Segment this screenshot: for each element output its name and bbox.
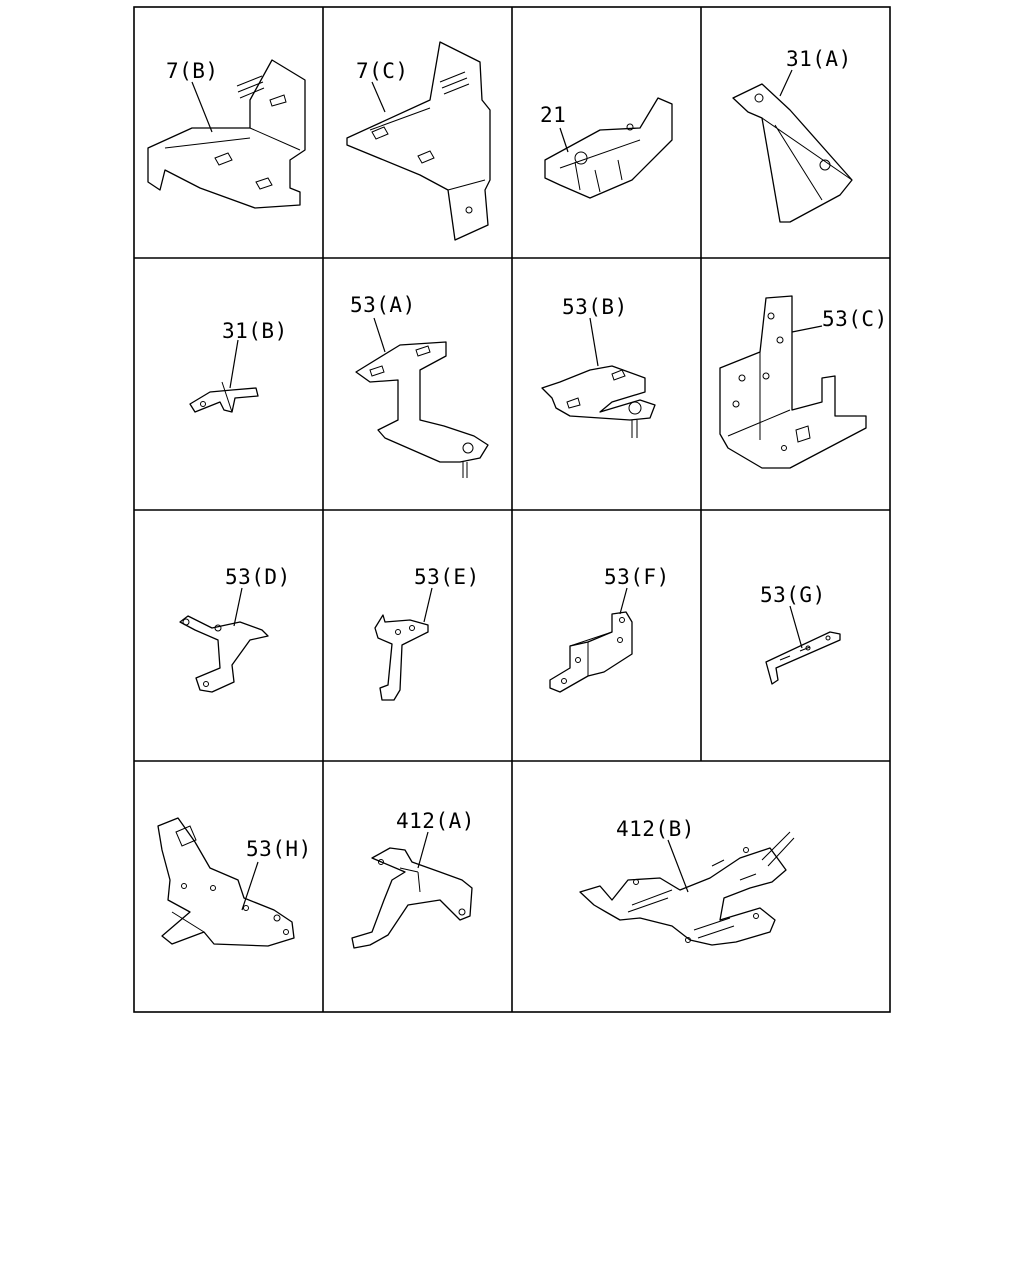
- leader-53f: [619, 587, 628, 615]
- bracket-412b-drawing: [579, 831, 795, 946]
- label-53a: 53(A): [350, 293, 416, 317]
- bracket-7c-drawing: [346, 41, 491, 241]
- bracket-53d-drawing: [179, 615, 269, 693]
- label-53f: 53(F): [604, 565, 670, 589]
- cell-7c: 7(C): [346, 41, 491, 241]
- leader-53h: [241, 861, 259, 911]
- bracket-7b-drawing: [147, 59, 306, 209]
- bracket-53g-drawing: [765, 631, 841, 685]
- leader-53b: [589, 317, 599, 367]
- leader-7c: [371, 81, 386, 113]
- label-53e: 53(E): [414, 565, 480, 589]
- cell-412a: 412(A): [351, 809, 475, 949]
- label-53b: 53(B): [562, 295, 628, 319]
- cell-21: 21: [540, 97, 673, 199]
- cell-31b: 31(B): [189, 319, 288, 413]
- cell-53a: 53(A): [350, 293, 489, 478]
- bracket-53b-drawing: [541, 365, 656, 438]
- leader-53g: [789, 605, 803, 649]
- label-53g: 53(G): [760, 583, 826, 607]
- leader-31a: [779, 69, 793, 97]
- leader-7b: [191, 81, 213, 133]
- bracket-412a-drawing: [351, 847, 473, 949]
- cell-412b: 412(B): [579, 817, 795, 946]
- bracket-53e-drawing: [374, 614, 429, 701]
- cell-31a: 31(A): [732, 47, 853, 223]
- cell-53b: 53(B): [541, 295, 656, 438]
- label-53d: 53(D): [225, 565, 291, 589]
- label-412b: 412(B): [616, 817, 695, 841]
- label-53h: 53(H): [246, 837, 312, 861]
- label-31b: 31(B): [222, 319, 288, 343]
- cell-53g: 53(G): [760, 583, 841, 685]
- label-21: 21: [540, 103, 566, 127]
- leader-21: [559, 127, 569, 153]
- leader-53c: [791, 325, 823, 333]
- cell-7b: 7(B): [147, 59, 306, 209]
- bracket-31a-drawing: [732, 83, 853, 223]
- leader-31b: [229, 339, 239, 389]
- label-53c: 53(C): [822, 307, 888, 331]
- grid-frame: [133, 6, 891, 1013]
- leader-53a: [373, 317, 386, 353]
- label-7b: 7(B): [166, 59, 219, 83]
- leader-412b: [667, 839, 689, 893]
- leader-53d: [233, 587, 243, 627]
- leader-53e: [423, 587, 433, 623]
- bracket-53f-drawing: [549, 611, 633, 693]
- cell-53h: 53(H): [157, 817, 312, 947]
- label-412a: 412(A): [396, 809, 475, 833]
- bracket-53c-drawing: [719, 295, 867, 469]
- bracket-31b-drawing: [189, 381, 259, 413]
- bracket-21-drawing: [544, 97, 673, 199]
- cell-53c: 53(C): [719, 295, 888, 469]
- cell-53e: 53(E): [374, 565, 480, 701]
- bracket-53a-drawing: [355, 341, 489, 478]
- label-31a: 31(A): [786, 47, 852, 71]
- leader-412a: [417, 831, 429, 869]
- cell-53d: 53(D): [179, 565, 291, 693]
- bracket-53h-drawing: [157, 817, 295, 947]
- label-7c: 7(C): [356, 59, 409, 83]
- cell-53f: 53(F): [549, 565, 670, 693]
